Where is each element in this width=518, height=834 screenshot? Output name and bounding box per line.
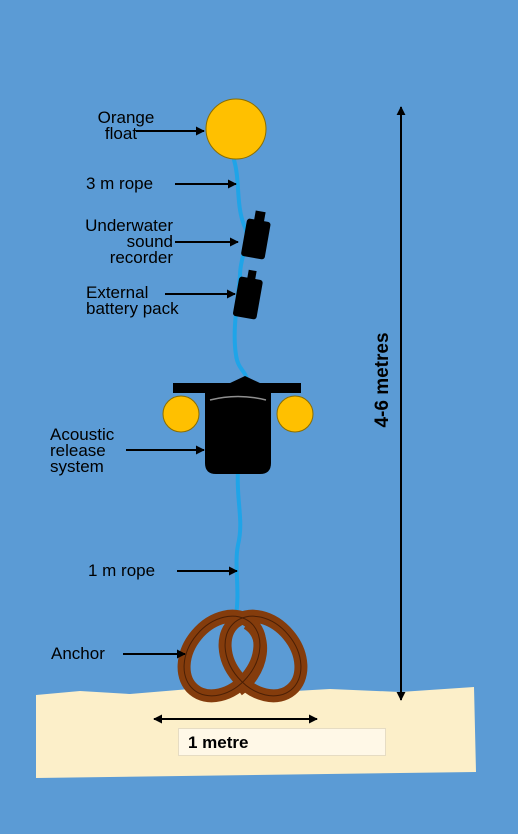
label-depth: 4-6 metres [372,332,393,428]
label-rope-bottom: 1 m rope [88,561,156,580]
orange-float [205,98,267,160]
scale-label-box [178,728,386,756]
anchor-rings [177,609,308,703]
label-orange-float: Orange float [97,108,155,143]
label-scale: 1 metre [188,733,249,752]
sound-recorder [241,210,271,260]
acoustic-release [162,376,314,474]
label-battery-pack: External battery pack [86,283,179,318]
label-anchor: Anchor [51,644,105,663]
label-sound-recorder: Underwater sound recorder [85,216,173,267]
battery-pack [233,269,263,320]
label-acoustic-release: Acoustic release system [50,425,115,476]
mooring-rope [232,158,249,617]
label-rope-top: 3 m rope [86,174,154,193]
